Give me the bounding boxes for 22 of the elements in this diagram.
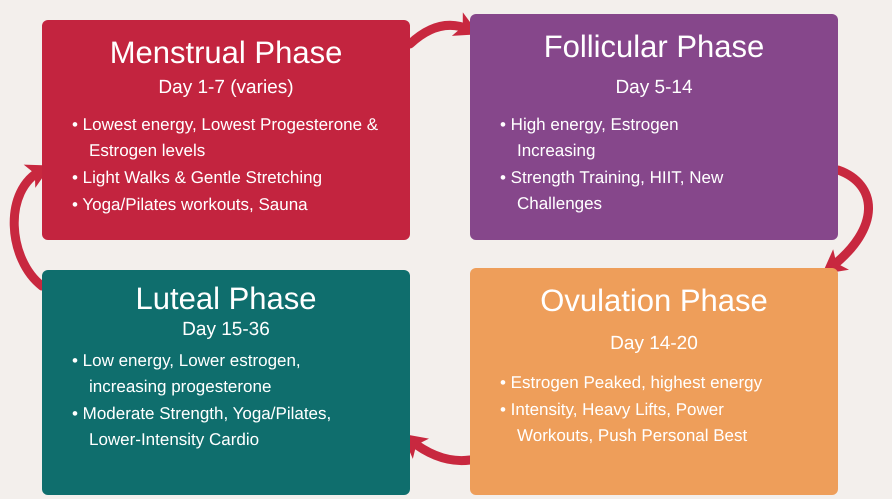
bullet-item: • Light Walks & Gentle Stretching	[72, 167, 324, 189]
arrow	[822, 166, 873, 274]
phase-title: Luteal Phase	[136, 280, 316, 318]
phase-card	[470, 14, 838, 240]
phase-title: Menstrual Phase	[110, 34, 342, 72]
phase-card	[42, 20, 410, 240]
bullet-item: • Intensity, Heavy Lifts, Power Workouts, Push Personal Best	[500, 399, 748, 447]
day-range: Day 15-36	[182, 318, 270, 342]
phase-title: Ovulation Phase	[540, 282, 768, 320]
bullet-item: • Estrogen Peaked, highest energy	[500, 372, 764, 394]
bullet-item: • Moderate Strength, Yoga/Pilates, Lower-Intensity Cardio	[72, 403, 332, 451]
bullet-item: • Lowest energy, Lowest Progesterone & Estrogen levels	[72, 114, 380, 162]
phase-card	[470, 268, 838, 495]
bullet-item: • Yoga/Pilates workouts, Sauna	[72, 194, 309, 216]
bullet-item: • Strength Training, HIIT, New Challenges	[500, 167, 724, 215]
bullet-item: • High energy, Estrogen Increasing	[500, 114, 680, 162]
day-range: Day 5-14	[615, 76, 693, 100]
day-range: Day 1-7 (varies)	[158, 76, 294, 100]
bullet-item: • Low energy, Lower estrogen, increasing progesterone	[72, 350, 302, 398]
phase-title: Follicular Phase	[544, 28, 764, 66]
day-range: Day 14-20	[610, 332, 698, 356]
phase-card	[42, 270, 410, 495]
